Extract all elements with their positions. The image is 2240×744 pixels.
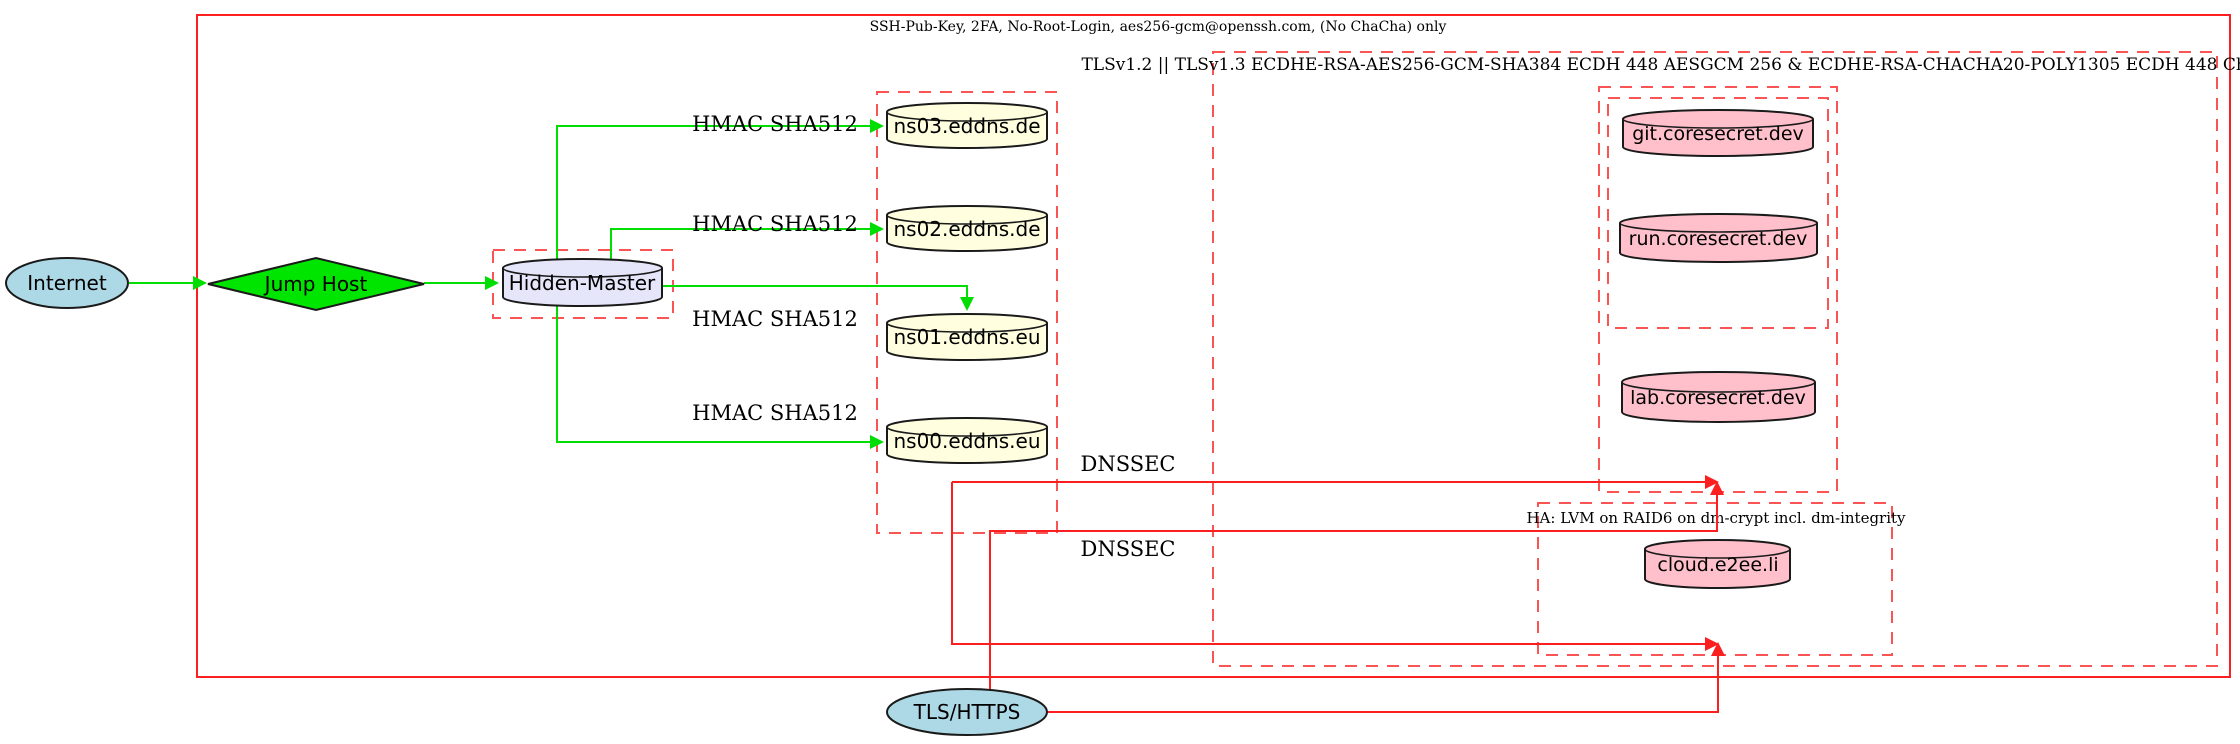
ns00-cylinder-lid bbox=[886, 426, 1048, 437]
cloud-label: cloud.e2ee.li bbox=[1657, 554, 1778, 576]
edge-hiddenmaster-to-ns01 bbox=[662, 285, 974, 311]
node-tls-https: TLS/HTTPS bbox=[886, 688, 1048, 736]
arrowhead bbox=[193, 276, 207, 290]
arrowhead bbox=[1710, 481, 1724, 495]
node-ns00: ns00.eddns.eu bbox=[886, 417, 1048, 464]
arrowhead bbox=[870, 222, 884, 236]
ns00-label: ns00.eddns.eu bbox=[893, 429, 1040, 453]
edge-hiddenmaster-to-ns00 bbox=[556, 305, 884, 449]
ns00-cylinder bbox=[886, 417, 1048, 464]
ns02-cylinder bbox=[886, 205, 1048, 252]
node-lab-coresecret: lab.coresecret.dev bbox=[1621, 371, 1816, 423]
arrowhead bbox=[960, 297, 974, 311]
git-label: git.coresecret.dev bbox=[1632, 123, 1804, 145]
ns02-cylinder-lid bbox=[886, 214, 1048, 225]
run-cylinder bbox=[1619, 213, 1818, 263]
arrowhead bbox=[485, 276, 499, 290]
edge-label-hmac-ns01: HMAC SHA512 bbox=[692, 307, 858, 331]
edge-line bbox=[556, 305, 871, 443]
edge-line bbox=[610, 228, 871, 261]
run-label: run.coresecret.dev bbox=[1629, 228, 1808, 250]
tls-https-label: TLS/HTTPS bbox=[913, 700, 1021, 724]
arrowhead bbox=[1705, 637, 1719, 651]
ssh-cluster-label: SSH-Pub-Key, 2FA, No-Root-Login, aes256-… bbox=[870, 19, 1447, 35]
ns03-cylinder-lid bbox=[886, 111, 1048, 122]
lab-cylinder bbox=[1621, 371, 1816, 423]
arrowhead bbox=[1705, 475, 1719, 489]
git-cylinder bbox=[1622, 109, 1814, 157]
edge-jumphost-to-hiddenmaster bbox=[424, 276, 499, 290]
node-hidden-master: Hidden-Master bbox=[502, 258, 663, 307]
ns01-label: ns01.eddns.eu bbox=[893, 325, 1040, 349]
tls-https-ellipse bbox=[886, 688, 1048, 736]
lab-label: lab.coresecret.dev bbox=[1630, 387, 1806, 409]
node-ns02: ns02.eddns.de bbox=[886, 205, 1048, 252]
edge-dnssec-to-coresecret bbox=[952, 475, 1719, 489]
node-ns03: ns03.eddns.de bbox=[886, 102, 1048, 149]
node-run-coresecret: run.coresecret.dev bbox=[1619, 213, 1818, 263]
arrowhead bbox=[1711, 642, 1725, 656]
jump-host-diamond bbox=[207, 256, 425, 312]
edge-internet-to-jumphost bbox=[129, 276, 207, 290]
tls-cluster-label: TLSv1.2 || TLSv1.3 ECDHE-RSA-AES256-GCM-… bbox=[1081, 55, 2240, 75]
tls-cluster-box bbox=[1212, 51, 2218, 667]
node-internet: Internet bbox=[5, 257, 129, 309]
cloud-cylinder bbox=[1644, 539, 1791, 589]
hidden-master-label: Hidden-Master bbox=[509, 271, 656, 295]
node-ns01: ns01.eddns.eu bbox=[886, 313, 1048, 361]
edge-line bbox=[662, 285, 968, 298]
node-jump-host: Jump Host bbox=[207, 256, 425, 312]
ssh-cluster-box bbox=[196, 14, 2231, 678]
internet-label: Internet bbox=[27, 271, 107, 295]
cloud-cylinder-lid bbox=[1644, 548, 1791, 559]
edge-line bbox=[556, 125, 871, 260]
node-cloud-e2ee: cloud.e2ee.li bbox=[1644, 539, 1791, 589]
edge-label-hmac-ns03: HMAC SHA512 bbox=[692, 112, 858, 136]
git-run-cluster-box bbox=[1607, 97, 1829, 329]
lab-cylinder-lid bbox=[1621, 381, 1816, 393]
hidden-master-cylinder-lid bbox=[502, 267, 663, 278]
edge-label-dnssec-coresecret: DNSSEC bbox=[1080, 452, 1175, 476]
git-cylinder-lid bbox=[1622, 118, 1814, 129]
ns02-label: ns02.eddns.de bbox=[893, 217, 1040, 241]
run-cylinder-lid bbox=[1619, 222, 1818, 233]
ns01-cylinder-lid bbox=[886, 322, 1048, 333]
arrowhead bbox=[870, 119, 884, 133]
jump-host-label: Jump Host bbox=[263, 272, 368, 296]
internet-ellipse bbox=[5, 257, 129, 309]
edge-hiddenmaster-to-ns02 bbox=[610, 222, 884, 261]
edge-label-dnssec-ha: DNSSEC bbox=[1080, 537, 1175, 561]
edge-line bbox=[989, 495, 1718, 690]
edge-line bbox=[1047, 656, 1719, 713]
edge-tlshttps-to-ha bbox=[1047, 642, 1725, 713]
edge-label-hmac-ns02: HMAC SHA512 bbox=[692, 212, 858, 236]
edge-line bbox=[951, 482, 1705, 645]
hidden-master-cylinder bbox=[502, 258, 663, 307]
node-git-coresecret: git.coresecret.dev bbox=[1622, 109, 1814, 157]
ns03-cylinder bbox=[886, 102, 1048, 149]
edge-tlshttps-to-coresecret bbox=[989, 481, 1724, 690]
edge-hiddenmaster-to-ns03 bbox=[556, 119, 884, 260]
ns03-label: ns03.eddns.de bbox=[893, 114, 1040, 138]
edge-label-hmac-ns00: HMAC SHA512 bbox=[692, 401, 858, 425]
dns-cluster-box bbox=[876, 91, 1058, 534]
arrowhead bbox=[870, 435, 884, 449]
edge-dnssec-to-ha bbox=[951, 482, 1719, 651]
ns01-cylinder bbox=[886, 313, 1048, 361]
